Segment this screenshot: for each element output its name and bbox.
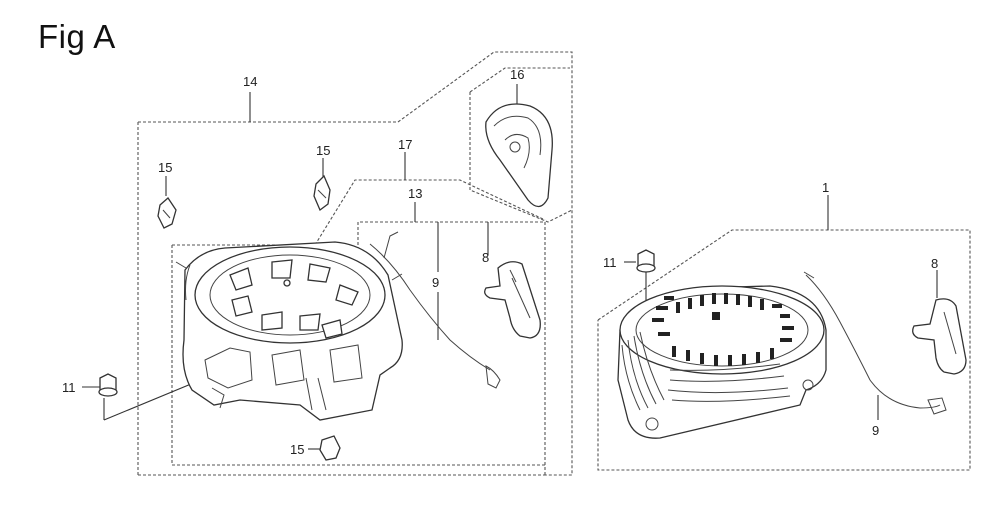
group-14-outline <box>137 51 573 476</box>
group-1-outline <box>597 229 971 471</box>
recoil-starter-right <box>617 285 827 439</box>
callout-13: 13 <box>408 186 422 222</box>
starter-rope-part-9-left <box>369 243 501 389</box>
starter-rope-part-9-right <box>803 271 947 415</box>
callout-9-left: 9 <box>432 222 439 340</box>
callout-15-left-label: 15 <box>158 160 172 175</box>
callout-9-right: 9 <box>872 395 879 438</box>
callout-8-left-label: 8 <box>482 250 489 265</box>
callout-15-left: 15 <box>158 160 172 196</box>
group-16-outline <box>469 67 573 223</box>
callout-15-bottom: 15 <box>290 442 322 457</box>
vent-slots-right <box>652 293 794 366</box>
callout-17: 17 <box>398 137 412 180</box>
group-13-outline <box>357 221 546 475</box>
inner-assembly-outline <box>171 244 545 466</box>
callout-1: 1 <box>822 180 829 230</box>
callout-16-label: 16 <box>510 67 524 82</box>
callout-14: 14 <box>243 74 257 122</box>
flange-nut-part-11-right <box>636 249 656 273</box>
callout-11-right-label: 11 <box>603 255 617 270</box>
callout-8-right: 8 <box>931 256 938 298</box>
callout-15-top-label: 15 <box>316 143 330 158</box>
callout-9-left-label: 9 <box>432 275 439 290</box>
starter-cover-part-16 <box>485 103 553 208</box>
flange-nut-part-11-left <box>98 373 118 397</box>
starter-handle-part-8-left <box>484 261 541 339</box>
callout-11-left-label: 11 <box>62 380 76 395</box>
pawl-part-15-left <box>157 197 177 229</box>
pawl-part-15-bottom <box>319 435 341 461</box>
callout-17-label: 17 <box>398 137 412 152</box>
callout-8-right-label: 8 <box>931 256 938 271</box>
figure-title: Fig A <box>38 18 116 55</box>
pawl-part-15-top <box>313 174 331 212</box>
callout-15-bottom-label: 15 <box>290 442 304 457</box>
recoil-starter-left <box>175 231 403 421</box>
starter-handle-part-8-right <box>912 298 967 375</box>
callout-1-label: 1 <box>822 180 829 195</box>
callout-14-label: 14 <box>243 74 257 89</box>
callout-15-top: 15 <box>316 143 330 178</box>
callout-8-left: 8 <box>482 222 489 265</box>
group-17-outline <box>314 179 546 246</box>
callout-9-right-label: 9 <box>872 423 879 438</box>
callout-13-label: 13 <box>408 186 422 201</box>
